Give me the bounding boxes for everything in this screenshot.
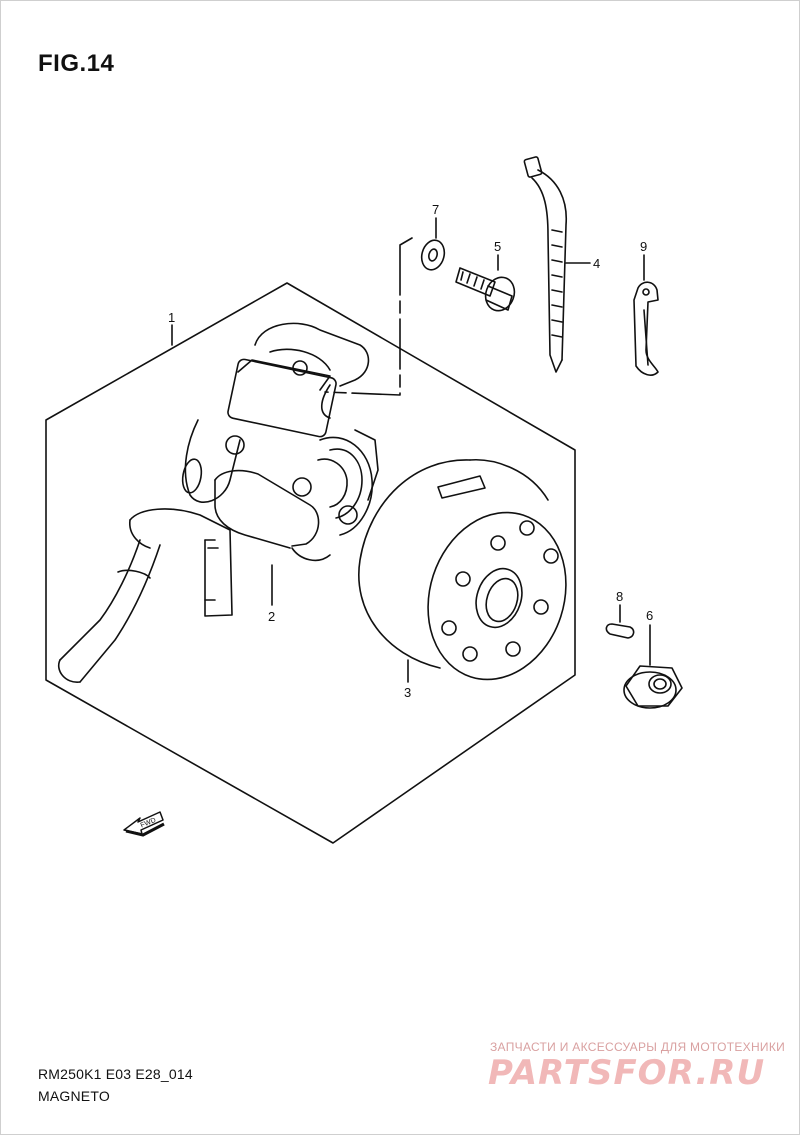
callout-5: 5 — [494, 239, 501, 254]
callout-6: 6 — [646, 608, 653, 623]
cable-tie-part — [523, 156, 568, 373]
clamp-part — [633, 281, 659, 376]
stator-wire-harness — [58, 508, 233, 683]
callout-9: 9 — [640, 239, 647, 254]
callout-1: 1 — [168, 310, 175, 325]
assembly-frame — [45, 282, 576, 844]
watermark-logo: PARTSFOR.RU — [488, 1053, 766, 1093]
washer-part — [420, 239, 446, 271]
stator-part — [181, 322, 379, 562]
key-part — [605, 623, 635, 639]
callout-4: 4 — [593, 256, 600, 271]
diagram-code: RM250K1 E03 E28_014 — [38, 1066, 193, 1082]
diagram-name: MAGNETO — [38, 1088, 110, 1104]
watermark-tagline: ЗАПЧАСТИ И АКСЕССУАРЫ ДЛЯ МОТОТЕХНИКИ — [490, 1040, 786, 1054]
forward-arrow: FWD — [123, 811, 165, 837]
washer-leader — [324, 237, 413, 396]
callout-7: 7 — [432, 202, 439, 217]
rotor-part — [358, 459, 567, 681]
callout-2: 2 — [268, 609, 275, 624]
nut-part — [623, 665, 683, 709]
callout-3: 3 — [404, 685, 411, 700]
bolt-part — [455, 267, 516, 312]
figure-title: FIG.14 — [38, 50, 115, 77]
callout-8: 8 — [616, 589, 623, 604]
